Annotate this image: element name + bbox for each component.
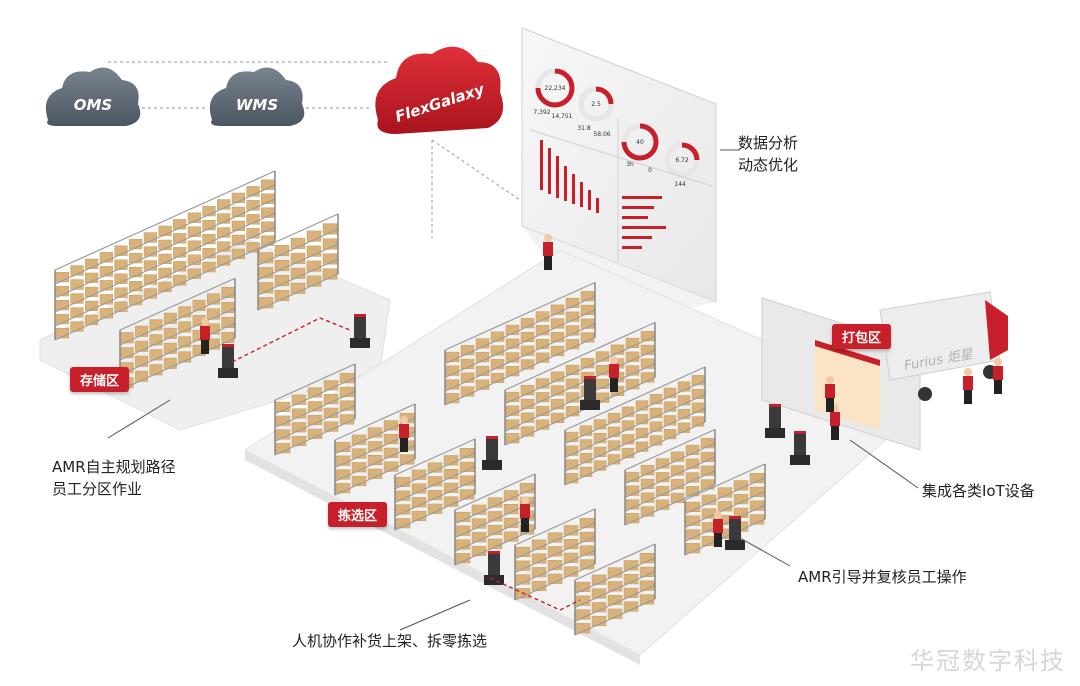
small-value-1: 7,392 — [533, 109, 550, 116]
worker-figure — [963, 368, 973, 404]
shelf-unit — [54, 170, 276, 341]
zone-tag-picking: 拣选区 — [328, 502, 388, 527]
amr-robot — [350, 314, 370, 348]
dashboard-gauges — [535, 68, 700, 178]
worker-figure — [713, 511, 723, 547]
callout-leaders — [107, 149, 919, 631]
amr-robot — [765, 404, 785, 438]
callout-amr-route-line1: AMR自主规划路径 — [52, 458, 176, 476]
worker-figure — [520, 496, 530, 532]
shelf-unit — [514, 508, 596, 601]
dashboard-bars — [540, 140, 599, 213]
shelf-unit — [574, 543, 656, 636]
amr-robot — [218, 344, 238, 378]
small-value-2: 14,751 — [552, 113, 573, 120]
zone-tag-storage: 存储区 — [70, 367, 130, 392]
worker-figure — [200, 318, 210, 354]
callout-data-analysis: 数据分析 动态优化 — [738, 132, 798, 176]
callout-iot: 集成各类IoT设备 — [922, 482, 1035, 500]
dashboard-hbars — [622, 196, 666, 249]
shelf-unit — [564, 366, 706, 486]
shelf-unit — [119, 277, 236, 391]
small-value-7: 144 — [674, 181, 686, 188]
worker-figure — [399, 416, 409, 452]
gauge-value-1: 22,234 — [545, 85, 566, 92]
analytics-dashboard: 22,234 2.5 40 6.72 7,392 14,751 31.8 58.… — [521, 27, 717, 310]
oms-label: OMS — [74, 96, 112, 114]
callout-data-line1: 数据分析 — [738, 134, 799, 152]
callout-amr-guide: AMR引导并复核员工操作 — [798, 568, 967, 586]
amr-robot — [580, 376, 600, 410]
small-value-3: 31.8 — [577, 125, 591, 132]
worker-figure — [543, 234, 553, 270]
zone-tag-packing: 打包区 — [832, 324, 892, 349]
amr-route — [231, 317, 581, 611]
gauge-value-4: 6.72 — [675, 157, 689, 164]
amr-robots — [218, 314, 810, 585]
small-value-4: 58.06 — [593, 131, 610, 138]
worker-figure — [609, 356, 619, 392]
amr-robot — [484, 551, 504, 585]
worker-figure — [825, 376, 835, 412]
amr-robot — [725, 516, 745, 550]
callout-amr-route: AMR自主规划路径 员工分区作业 — [52, 456, 176, 500]
gauge-value-2: 2.5 — [591, 101, 601, 108]
callout-amr-route-line2: 员工分区作业 — [52, 480, 143, 498]
amr-robot — [482, 436, 502, 470]
amr-robot — [790, 431, 810, 465]
shelf-unit — [394, 438, 476, 531]
wms-label: WMS — [236, 96, 278, 114]
callout-collab: 人机协作补货上架、拆零拣选 — [292, 632, 488, 650]
shelving-units — [54, 170, 766, 636]
worker-figure — [993, 358, 1003, 394]
shelf-unit — [444, 281, 596, 406]
small-value-6: 0 — [648, 167, 652, 174]
flexgalaxy-cloud: FlexGalaxy — [375, 46, 504, 134]
workers — [200, 234, 1003, 547]
watermark: 华冠数字科技 — [910, 647, 1066, 675]
small-value-5: 3h — [626, 161, 634, 168]
shelf-unit — [274, 363, 356, 456]
wms-cloud: WMS — [209, 67, 305, 126]
gauge-value-3: 40 — [636, 139, 644, 146]
callout-data-line2: 动态优化 — [738, 156, 799, 174]
shelf-unit — [624, 428, 716, 526]
oms-cloud: OMS — [45, 67, 141, 126]
shelf-unit — [257, 213, 339, 311]
